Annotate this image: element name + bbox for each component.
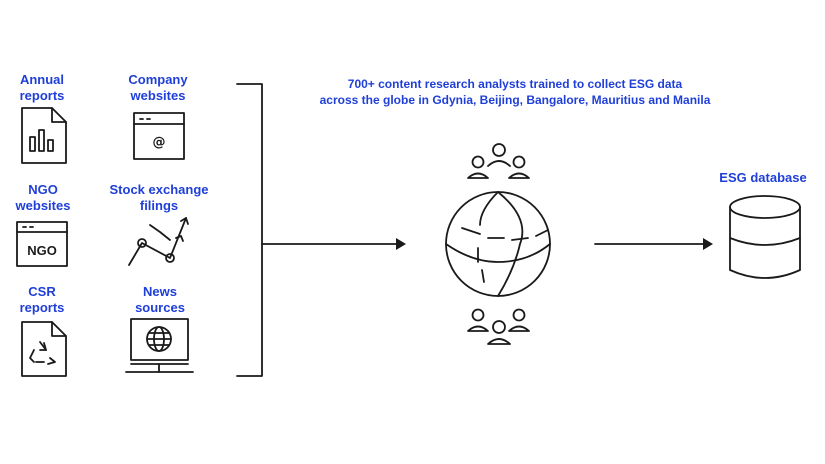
database-icon bbox=[729, 195, 801, 279]
people-group-icon-bottom bbox=[467, 308, 530, 345]
recycle-document-icon bbox=[21, 321, 67, 377]
globe-monitor-icon bbox=[125, 318, 194, 373]
arrow-to-database bbox=[594, 238, 713, 250]
database-label: ESG database bbox=[719, 170, 807, 185]
ngo-icon-text: NGO bbox=[27, 243, 57, 258]
trend-line-icon bbox=[128, 217, 189, 266]
bar-chart-document-icon bbox=[21, 107, 67, 164]
source-bracket bbox=[236, 83, 406, 377]
globe-icon bbox=[445, 191, 551, 297]
people-group-icon bbox=[467, 143, 530, 179]
ngo-browser-icon: NGO bbox=[16, 221, 68, 267]
at-sign-browser-icon: @ bbox=[133, 112, 185, 160]
research-analysts-caption: 700+ content research analysts trained t… bbox=[319, 77, 711, 107]
svg-text:@: @ bbox=[153, 135, 166, 150]
